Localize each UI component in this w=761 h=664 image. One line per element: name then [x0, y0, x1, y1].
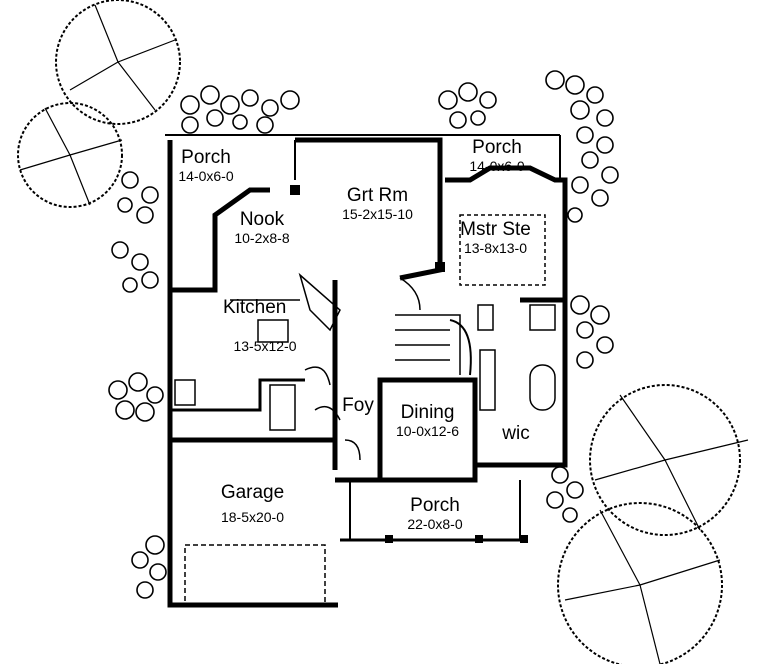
room-dining: Dining 10-0x12-6: [385, 402, 470, 439]
room-porch-right: Porch 14-0x6-0: [457, 137, 537, 174]
room-dims: 22-0x8-0: [407, 515, 463, 532]
room-name: Garage: [220, 482, 285, 503]
room-dims: 13-8x13-0: [463, 239, 528, 256]
room-garage: Garage 18-5x20-0: [195, 482, 310, 525]
walls: [165, 134, 568, 608]
room-name: Porch: [410, 495, 460, 516]
room-dims: 13-5x12-0: [233, 337, 297, 354]
room-name: wic: [502, 423, 530, 444]
tree-canopies: [17, 0, 749, 664]
room-great-room: Grt Rm 15-2x15-10: [325, 185, 430, 222]
room-name: Porch: [181, 147, 231, 168]
room-name: Porch: [472, 137, 522, 158]
room-porch-left: Porch 14-0x6-0: [170, 147, 242, 184]
room-name: Foy: [342, 395, 374, 416]
room-dims: 14-0x6-0: [469, 157, 525, 174]
room-dims: 10-2x8-8: [234, 229, 290, 246]
room-name: Mstr Ste: [460, 219, 531, 240]
room-name: Nook: [239, 209, 285, 230]
room-dims: 18-5x20-0: [220, 508, 285, 525]
room-dims: 10-0x12-6: [395, 422, 460, 439]
room-walk-in-closet: wic: [488, 423, 544, 445]
room-kitchen: Kitchen 13-5x12-0: [215, 297, 315, 354]
shrubs: [108, 70, 619, 599]
room-dims: 14-0x6-0: [178, 167, 234, 184]
room-dims: 15-2x15-10: [342, 205, 413, 222]
room-name: Grt Rm: [346, 185, 409, 206]
room-name: Dining: [400, 402, 455, 423]
room-porch-front: Porch 22-0x8-0: [390, 495, 480, 532]
room-nook: Nook 10-2x8-8: [222, 209, 302, 246]
room-master-suite: Mstr Ste 13-8x13-0: [448, 219, 543, 256]
room-foyer: Foy: [336, 395, 380, 417]
room-name: Kitchen: [223, 297, 287, 318]
